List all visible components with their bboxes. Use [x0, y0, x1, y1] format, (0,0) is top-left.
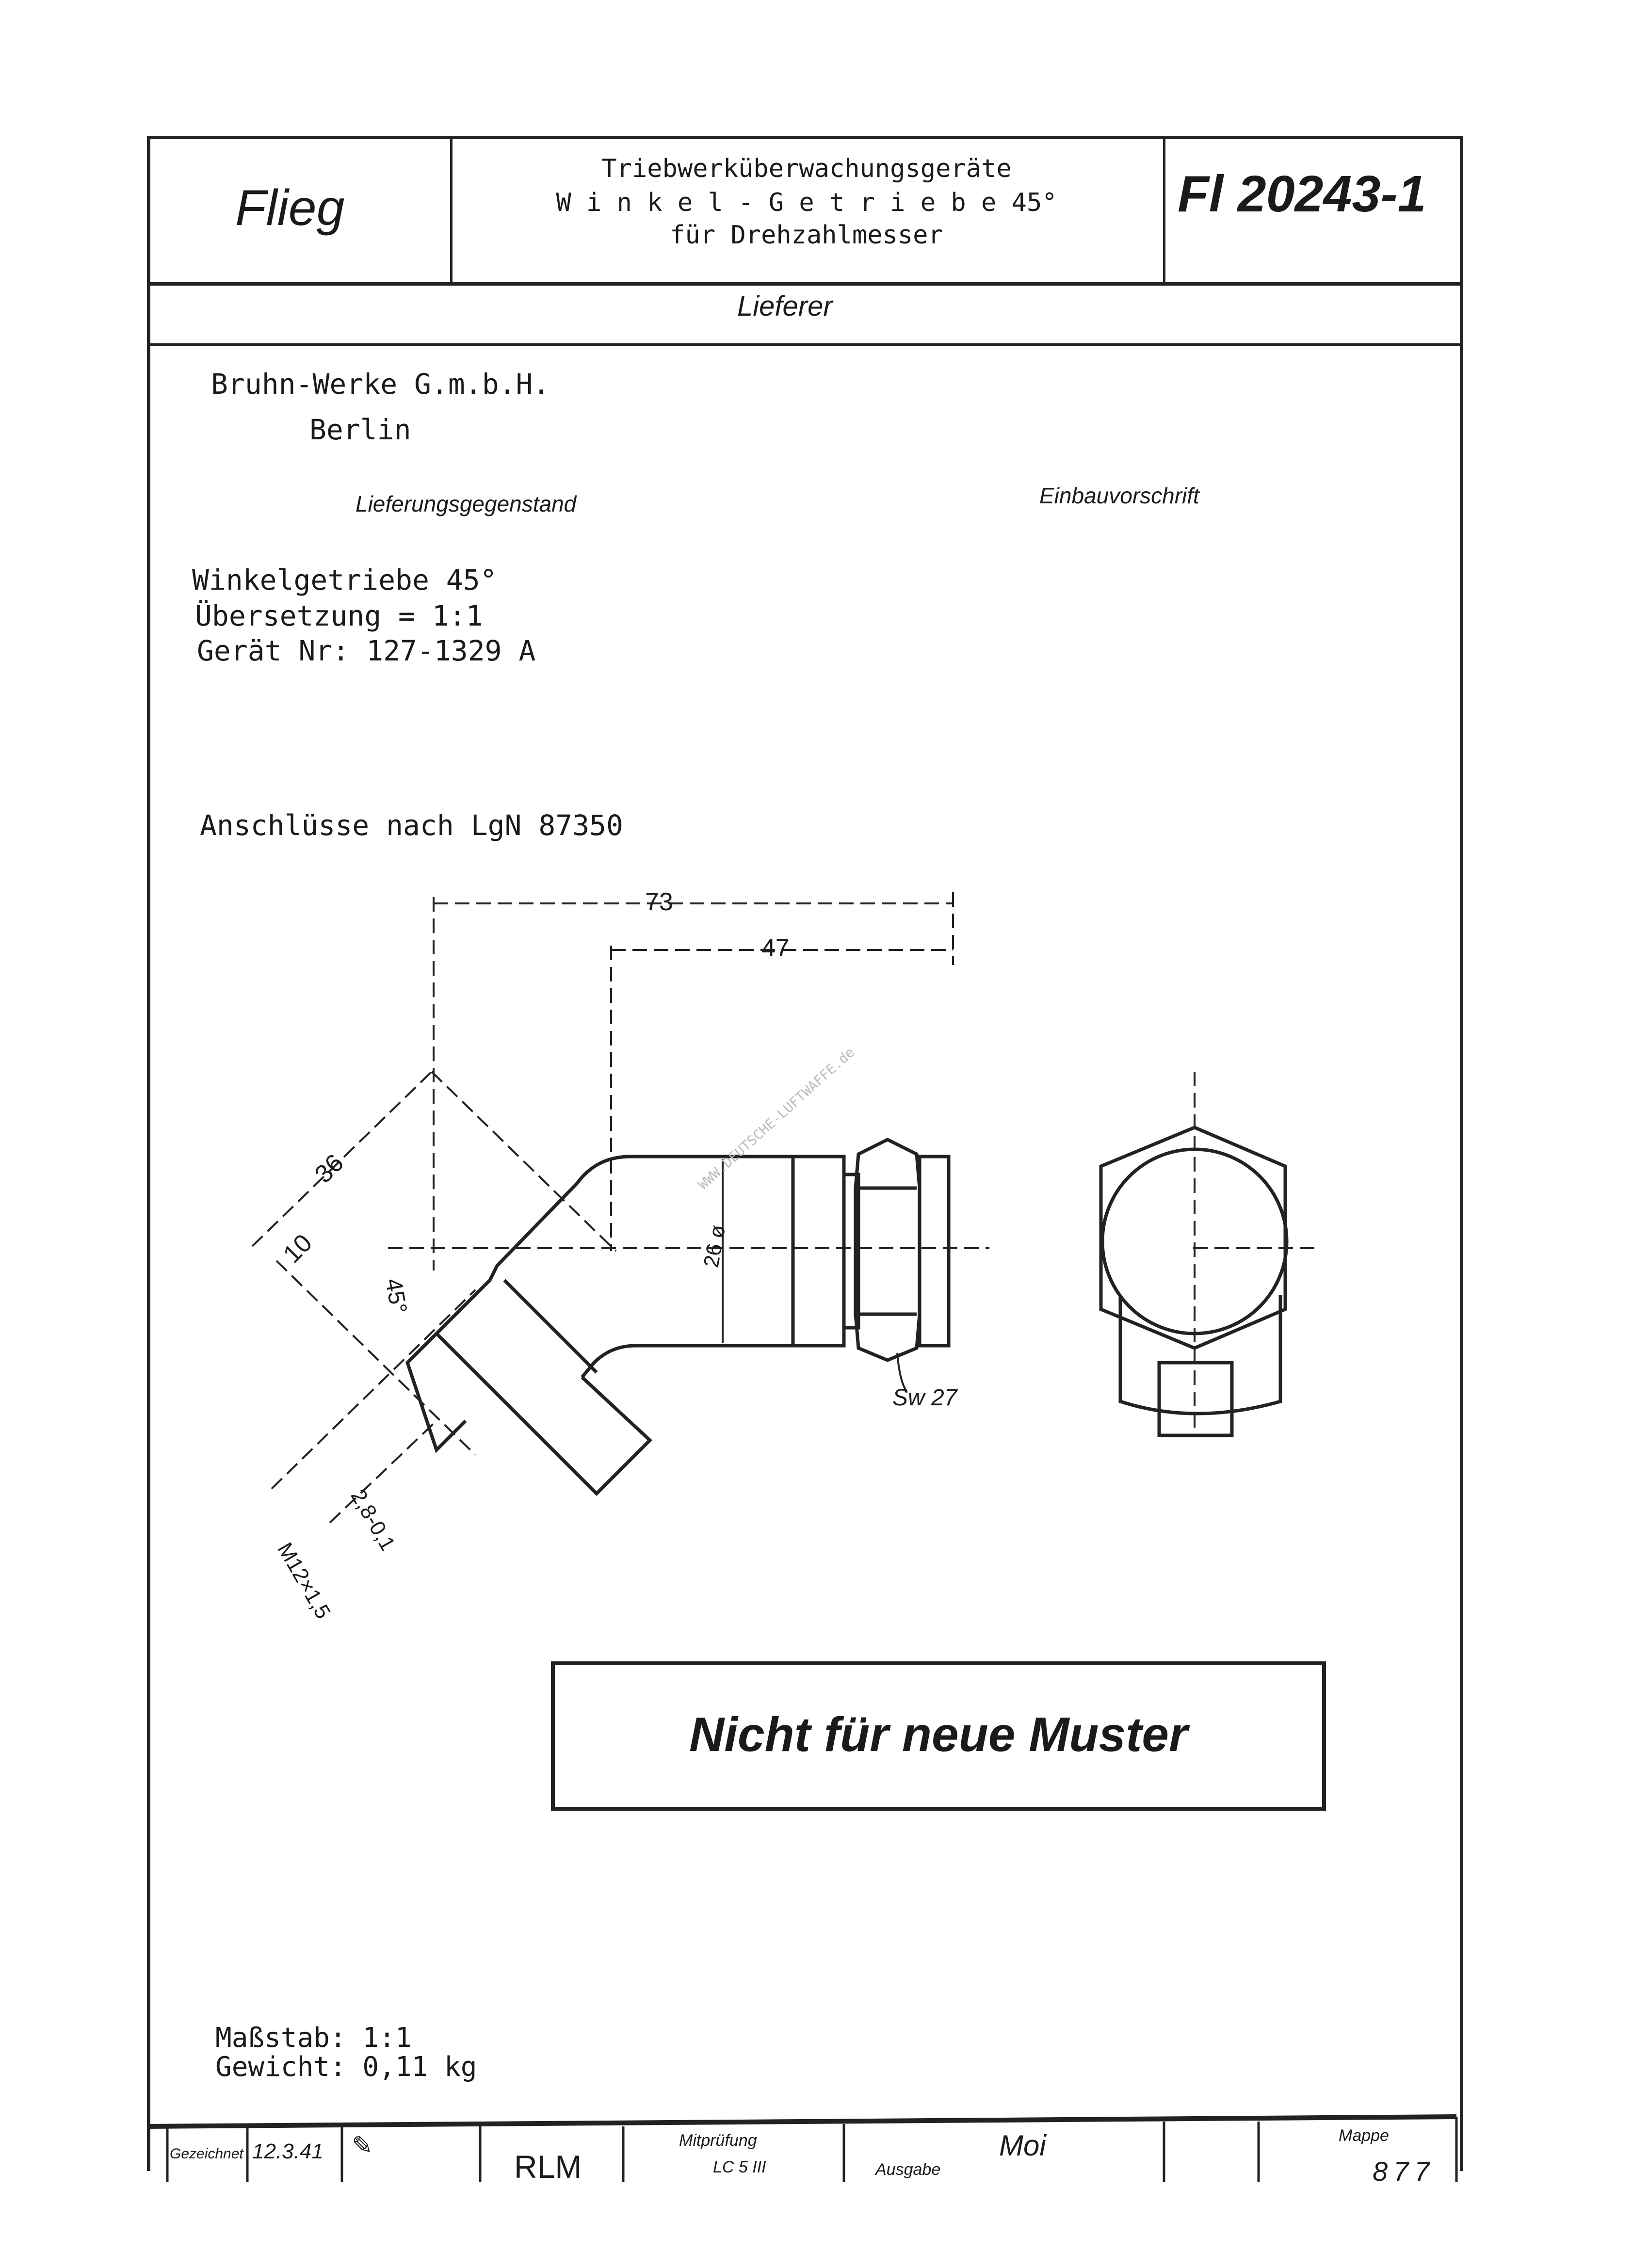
title-line-3: für Drehzahlmesser — [670, 221, 943, 250]
department-label: Flieg — [235, 180, 345, 236]
stamp-text: Nicht für neue Muster — [689, 1707, 1188, 1762]
footer-folder-value: 877 — [1373, 2156, 1436, 2187]
footer-issue-signature: Moi — [999, 2129, 1046, 2162]
document-number: Fl 20243-1 — [1178, 165, 1426, 223]
footer-drawn-signature: ✎ — [352, 2132, 373, 2160]
dimension-73: 73 — [645, 888, 673, 916]
footer-authority: RLM — [514, 2149, 582, 2185]
header-divider — [147, 282, 1460, 286]
item-name: Winkelgetriebe 45° — [192, 563, 497, 596]
footer-folder-label: Mappe — [1339, 2126, 1389, 2145]
footer-drawn-label: Gezeichnet — [170, 2146, 243, 2162]
footer-issue-label: Ausgabe — [875, 2160, 941, 2179]
item-connections: Anschlüsse nach LgN 87350 — [200, 809, 623, 842]
stamp-box — [551, 1661, 1326, 1811]
scale-label: Maßstab: 1:1 — [215, 2022, 412, 2054]
item-device-number: Gerät Nr: 127-1329 A — [197, 634, 536, 667]
wrench-size-label: Sw 27 — [892, 1385, 957, 1411]
dimension-lines — [251, 892, 1319, 1524]
delivery-item-label: Lieferungsgegenstand — [356, 491, 577, 516]
document-frame — [147, 136, 1463, 2171]
dimension-47: 47 — [761, 934, 790, 962]
part-front-view — [1099, 1126, 1289, 1437]
footer-cocheck-value: LC 5 III — [713, 2158, 766, 2176]
header-col-divider-1 — [450, 137, 453, 283]
footer-top-line — [146, 2114, 1457, 2129]
supplier-label: Lieferer — [737, 290, 833, 322]
supplier-city: Berlin — [309, 413, 411, 446]
installation-label: Einbauvorschrift — [1039, 483, 1199, 508]
footer-drawn-date: 12.3.41 — [252, 2139, 323, 2163]
footer-dividers — [166, 2117, 1458, 2182]
item-ratio: Übersetzung = 1:1 — [195, 599, 483, 632]
weight-label: Gewicht: 0,11 kg — [215, 2051, 477, 2083]
header-col-divider-2 — [1163, 137, 1165, 282]
title-line-1: Triebwerküberwachungsgeräte — [601, 154, 1012, 183]
title-line-2: W i n k e l - G e t r i e b e 45° — [556, 188, 1057, 217]
part-side-view — [405, 1138, 951, 1496]
supplier-company: Bruhn-Werke G.m.b.H. — [211, 368, 550, 401]
footer-cocheck-label: Mitprüfung — [679, 2131, 757, 2150]
supplier-divider — [147, 343, 1460, 346]
